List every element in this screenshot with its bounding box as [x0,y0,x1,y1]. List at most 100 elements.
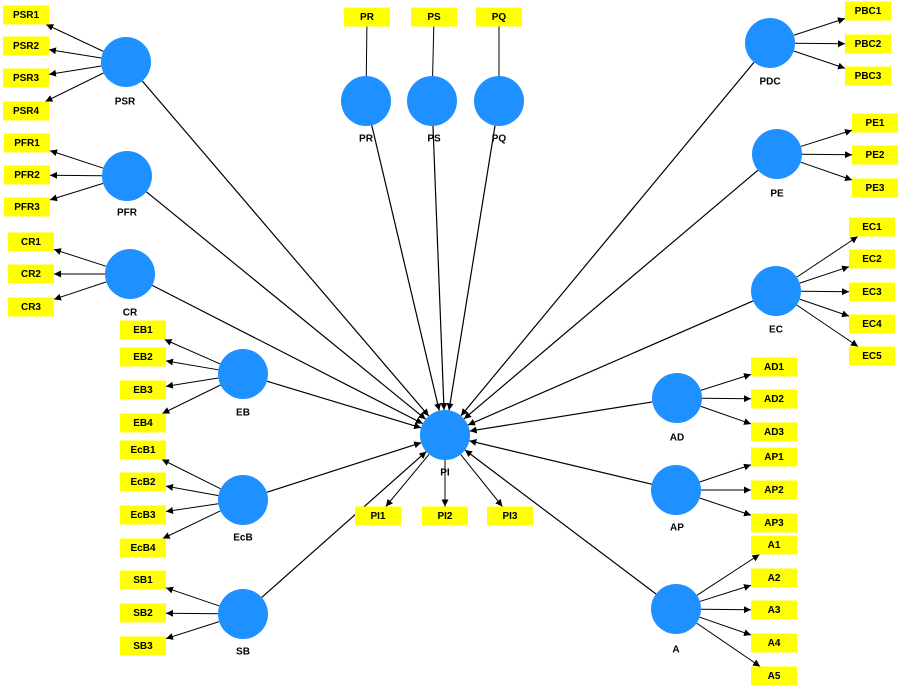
loading-ec-ec2 [799,265,850,284]
indicator-label: EB4 [133,418,153,429]
indicator-box [751,568,797,588]
indicator-box [422,506,468,526]
indicator-label: AD1 [764,362,784,373]
indicator-box [120,320,166,340]
indicator-box [849,282,895,302]
indicator-eb3: EB3 [120,380,166,400]
edges-layer [45,17,859,667]
indicator-box [751,513,797,533]
path-pr-to-pi [371,125,442,411]
loading-psr-psr1 [46,24,104,52]
latent-label: A [672,645,679,656]
loading-pe-pe1 [800,129,853,147]
indicator-label: CR3 [21,302,41,313]
loading-pdc-pbc2 [794,40,846,48]
indicator-label: PSR2 [13,41,40,52]
path-ps-to-pi [432,125,448,411]
indicator-a4: A4 [751,633,797,653]
indicator-ad1: AD1 [751,357,797,377]
indicator-box [8,264,54,284]
indicator-label: AD3 [764,427,784,438]
indicator-label: EcB4 [130,543,155,554]
indicator-label: EB3 [133,385,153,396]
path-ec-to-pi [467,300,754,426]
latent-label: SB [236,647,250,658]
indicator-label: AP3 [764,518,784,529]
indicator-pi2: PI2 [422,506,468,526]
indicator-pfr3: PFR3 [4,197,50,217]
indicator-pfr1: PFR1 [4,133,50,153]
loading-eb-eb2 [165,358,219,371]
indicator-box [120,440,166,460]
latent-pq: PQ [474,76,524,145]
indicator-box [849,346,895,366]
indicator-box [751,666,797,686]
indicator-box [845,66,891,86]
loading-ecb-ecb4 [162,510,221,539]
path-pq-to-pi [446,125,496,411]
indicator-box [355,506,401,526]
loading-pi-pi3 [460,454,503,507]
indicator-box [849,217,895,237]
latent-label: EB [236,408,250,419]
latent-label: PI [440,468,450,479]
indicator-box [849,249,895,269]
loading-ad-ad3 [700,405,752,425]
indicator-pbc3: PBC3 [845,66,891,86]
indicator-box [3,101,49,121]
latent-label: CR [123,308,138,319]
latent-circle [102,151,152,201]
indicator-ecb4: EcB4 [120,538,166,558]
indicator-box [120,347,166,367]
indicator-box [8,297,54,317]
indicator-box [8,232,54,252]
latent-pr: PR [341,76,391,145]
indicator-eb2: EB2 [120,347,166,367]
indicator-box [344,7,390,27]
path-pfr-to-pi [146,191,426,420]
indicator-ps: PS [411,7,457,27]
indicator-label: PE3 [866,183,885,194]
indicator-label: SB1 [133,575,153,586]
indicator-eb1: EB1 [120,320,166,340]
indicator-label: PFR3 [14,202,40,213]
loading-ec-ec3 [800,288,850,296]
loading-ad-ad2 [701,395,752,403]
indicator-label: PBC1 [855,6,882,17]
indicator-label: PFR1 [14,138,40,149]
indicator-a1: A1 [751,535,797,555]
loading-pdc-pbc1 [793,17,846,36]
indicator-label: PI3 [502,511,517,522]
indicator-box [849,314,895,334]
path-cr-to-pi [151,284,424,425]
loading-cr-cr3 [53,281,107,301]
loading-a-a4 [699,616,752,637]
indicators-layer: PSR1PSR2PSR3PSR4PFR1PFR2PFR3CR1CR2CR3EB1… [3,1,898,686]
indicator-label: CR2 [21,269,41,280]
path-ap-to-pi [469,439,652,485]
indicator-ecb2: EcB2 [120,472,166,492]
indicator-label: A2 [768,573,781,584]
loading-sb-sb3 [165,621,220,640]
indicator-box [487,506,533,526]
latent-ap: AP [651,465,701,534]
loading-sb-sb2 [165,609,219,617]
latent-circle [101,37,151,87]
loading-pi-pi1 [385,453,430,507]
latent-circle [651,465,701,515]
indicator-label: EcB1 [130,445,155,456]
latent-pe: PE [752,129,802,200]
indicator-label: PQ [492,12,507,23]
loading-ps-ps [432,26,435,77]
indicator-pe1: PE1 [852,113,898,133]
indicator-ec3: EC3 [849,282,895,302]
latent-label: PDC [759,77,780,88]
indicator-box [411,7,457,27]
loading-ecb-ecb1 [161,459,221,490]
indicator-box [845,34,891,54]
indicator-pr: PR [344,7,390,27]
indicator-label: PS [427,12,441,23]
latent-circle [751,266,801,316]
indicator-box [120,505,166,525]
indicator-box [751,422,797,442]
